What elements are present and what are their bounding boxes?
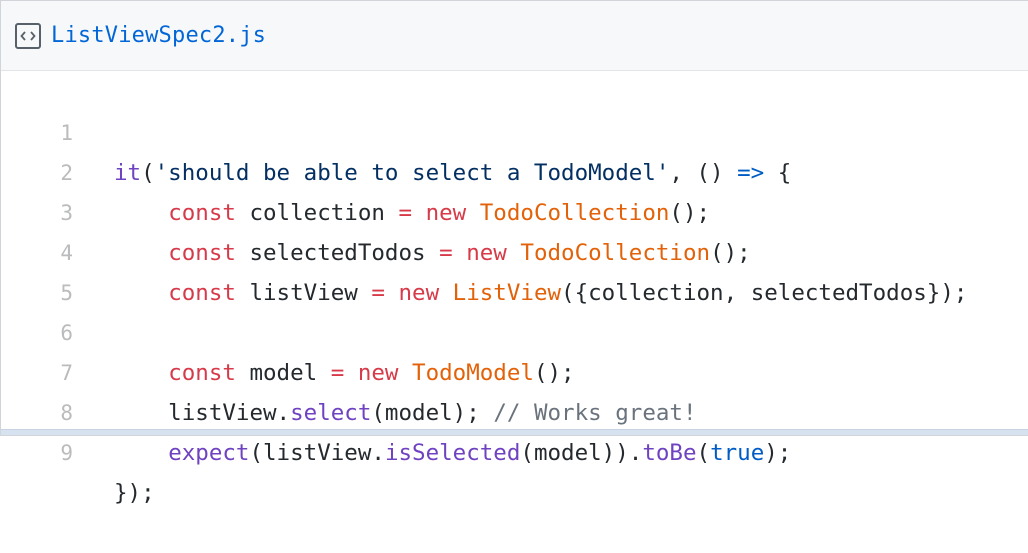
line-number[interactable]: 9	[60, 441, 73, 465]
code-text: const collection = new TodoCollection();	[114, 193, 710, 233]
line-number[interactable]: 5	[60, 281, 73, 305]
code-line: 2 const collection = new TodoCollection(…	[1, 113, 1028, 226]
code-body: 1 it('should be able to select a TodoMod…	[1, 73, 1028, 506]
code-line: 9 });	[1, 393, 1028, 506]
plain-token: (	[696, 440, 711, 466]
line-number[interactable]: 7	[60, 361, 73, 385]
string-token: 'should be able to select a TodoModel'	[154, 160, 670, 186]
plain-token: });	[114, 480, 155, 506]
plain-token: listView	[235, 280, 372, 306]
code-line: 7 listView.select(model); // Works great…	[1, 313, 1028, 426]
horizontal-scrollbar[interactable]	[1, 429, 1028, 435]
code-line: 6 const model = new TodoModel();	[1, 273, 1028, 386]
code-text: it('should be able to select a TodoModel…	[114, 153, 791, 193]
plain-token: ();	[710, 240, 751, 266]
plain-token: model	[235, 360, 331, 386]
class-token: TodoCollection	[520, 240, 711, 266]
keyword-token: new	[466, 240, 507, 266]
code-line: 8 expect(listView.isSelected(model)).toB…	[1, 353, 1028, 466]
class-token: TodoModel	[412, 360, 534, 386]
plain-token: ();	[533, 360, 575, 386]
plain-token: (	[141, 160, 155, 186]
operator-token: =	[330, 360, 345, 386]
function-token: toBe	[642, 440, 697, 466]
plain-token: listView.	[114, 400, 291, 426]
plain-token: );	[764, 440, 792, 466]
line-number[interactable]: 6	[60, 321, 73, 345]
code-text: const listView = new ListView({collectio…	[114, 273, 967, 313]
keyword-token: new	[398, 280, 440, 306]
code-text: const selectedTodos = new TodoCollection…	[114, 233, 751, 273]
code-line: 4 const listView = new ListView({collect…	[1, 193, 1028, 306]
line-number[interactable]: 1	[60, 121, 73, 145]
code-line: 1 it('should be able to select a TodoMod…	[1, 73, 1028, 186]
line-number[interactable]: 2	[60, 161, 73, 185]
plain-token: selectedTodos	[235, 240, 440, 266]
operator-token: =	[371, 280, 385, 306]
code-text: });	[114, 473, 155, 513]
keyword-token: new	[425, 200, 467, 226]
operator-token: =	[398, 200, 413, 226]
keyword-token: const	[168, 280, 236, 306]
line-number[interactable]: 3	[60, 201, 73, 225]
operator-token: =	[439, 240, 453, 266]
code-file-view: ListViewSpec2.js 1 it('should be able to…	[0, 0, 1028, 506]
keyword-token: const	[168, 200, 236, 226]
line-number[interactable]: 4	[60, 241, 73, 265]
plain-token: (model);	[371, 400, 494, 426]
keyword-token: new	[357, 360, 399, 386]
plain-token: , ()	[669, 160, 738, 186]
code-text: const model = new TodoModel();	[114, 353, 575, 393]
file-code-icon	[15, 22, 41, 49]
function-token: it	[114, 160, 142, 186]
function-token: expect	[168, 440, 250, 466]
plain-token: collection	[235, 200, 399, 226]
keyword-token: const	[168, 240, 236, 266]
class-token: TodoCollection	[479, 200, 670, 226]
constant-token: true	[710, 440, 765, 466]
indent	[114, 440, 168, 466]
line-number[interactable]: 8	[60, 401, 73, 425]
file-name-link[interactable]: ListViewSpec2.js	[51, 23, 267, 48]
code-text: listView.select(model); // Works great!	[114, 393, 697, 433]
plain-token: ();	[669, 200, 711, 226]
code-line: 5	[1, 233, 1028, 305]
operator-token: =>	[737, 160, 765, 186]
function-token: select	[290, 400, 372, 426]
plain-token: (model)).	[520, 440, 643, 466]
comment-token: // Works great!	[493, 400, 697, 426]
plain-token: (listView.	[249, 440, 385, 466]
keyword-token: const	[168, 360, 236, 386]
plain-token: ({collection, selectedTodos});	[561, 280, 968, 306]
plain-token: {	[764, 160, 792, 186]
function-token: isSelected	[384, 440, 521, 466]
code-text: expect(listView.isSelected(model)).toBe(…	[114, 433, 791, 473]
class-token: ListView	[452, 280, 562, 306]
code-line: 3 const selectedTodos = new TodoCollecti…	[1, 153, 1028, 266]
file-header: ListViewSpec2.js	[1, 1, 1028, 71]
